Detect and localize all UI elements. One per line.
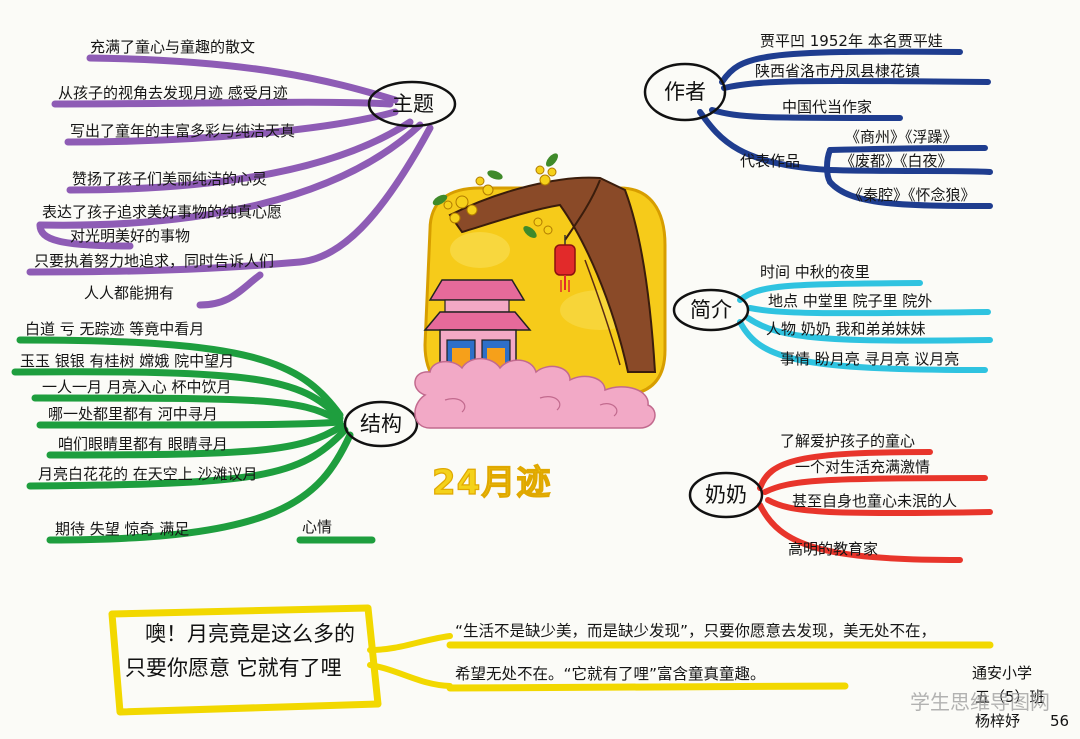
quote-line-1: “生活不是缺少美，而是缺少发现”，只要你愿意去发现，美无处不在， [455,622,937,640]
author-works-label: 代表作品 [740,152,801,170]
structure-item-1: 白道 亏 无踪迹 等竟中看月 [25,320,205,338]
theme-item-8: 人人都能拥有 [84,284,175,302]
structure-hub-ellipse [343,400,419,448]
author-branch-lines [697,48,993,209]
intro-item-1: 时间 中秋的夜里 [760,263,870,281]
structure-mood-label: 心情 [302,518,333,536]
signature-name: 杨梓妤 [975,712,1021,730]
structure-branch-lines [11,336,376,544]
page-number: 56 [1050,712,1070,730]
quote-box-line-2: 只要你愿意 它就有了哩 [125,656,342,680]
intro-item-4: 事情 盼月亮 寻月亮 议月亮 [780,350,960,368]
author-item-3: 中国代当作家 [782,98,873,116]
theme-item-4: 赞扬了孩子们美丽纯洁的心灵 [72,170,268,188]
grandma-item-3: 甚至自身也童心未泯的人 [792,492,958,510]
author-hub-label: 作者 [664,80,706,104]
intro-hub-label: 简介 [690,298,732,322]
blossom-cluster [432,153,558,238]
theme-branch-lines [26,54,434,309]
theme-item-7: 只要执着努力地追求，同时告诉人们 [34,252,275,270]
lantern-icon [554,235,576,292]
theme-item-5: 表达了孩子追求美好事物的纯真心愿 [42,203,283,221]
grandma-item-2: 一个对生活充满激情 [795,458,931,476]
theme-hub-ellipse [367,80,457,128]
grandma-item-4: 高明的教育家 [788,540,879,558]
grandma-branch-lines [757,449,993,563]
quote-line-2: 希望无处不在。“它就有了哩”富含童真童趣。 [455,665,766,683]
author-work-3: 《秦腔》《怀念狼》 [848,186,976,204]
theme-item-1: 充满了童心与童趣的散文 [90,38,256,56]
author-work-2: 《废都》《白夜》 [840,152,953,170]
author-hub-ellipse [643,62,727,122]
theme-item-3: 写出了童年的丰富多彩与纯洁天真 [70,122,296,140]
grandma-hub-ellipse [688,471,764,519]
grandma-item-1: 了解爱护孩子的童心 [780,432,916,450]
branch-icon [448,176,657,373]
author-work-1: 《商州》《浮躁》 [845,128,958,146]
author-item-1: 贾平凹 1952年 本名贾平娃 [760,32,943,50]
structure-mood-items: 期待 失望 惊奇 满足 [55,520,190,538]
theme-hub-label: 主题 [392,92,434,116]
theme-item-2: 从孩子的视角去发现月迹 感受月迹 [58,84,288,102]
intro-item-3: 人物 奶奶 我和弟弟妹妹 [766,320,926,338]
intro-item-2: 地点 中堂里 院子里 院外 [768,292,933,310]
structure-item-2: 玉玉 银银 有桂树 嫦娥 院中望月 [20,352,235,370]
watermark: 学生思维导图网 [910,690,1050,714]
structure-item-5: 咱们眼睛里都有 眼睛寻月 [58,435,228,453]
signature-school: 通安小学 [972,664,1033,682]
signature-class: 五（5）班 [975,688,1045,706]
quote-box [108,604,994,716]
grandma-hub-label: 奶奶 [705,483,747,507]
intro-branch-lines [737,280,993,373]
theme-item-6: 对光明美好的事物 [70,227,191,245]
structure-item-4: 哪一处都里都有 河中寻月 [48,405,218,423]
quote-box-line-1: 噢！月亮竟是这么多的 [145,622,355,646]
structure-item-6: 月亮白花花的 在天空上 沙滩议月 [38,465,258,483]
intro-hub-ellipse [672,288,750,332]
structure-item-3: 一人一月 月亮入心 杯中饮月 [42,378,232,396]
author-item-2: 陕西省洛市丹凤县棣花镇 [755,62,921,80]
page-title: 24月迹 [431,462,552,503]
structure-hub-label: 结构 [360,412,402,436]
cloud-icon [414,357,656,429]
